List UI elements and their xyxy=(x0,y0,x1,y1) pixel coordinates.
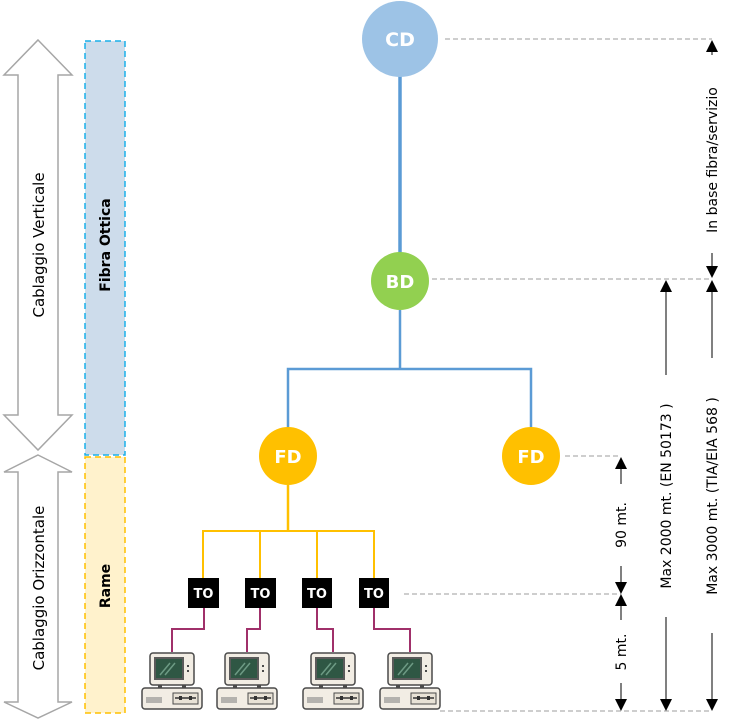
tia568-dimension-label: Max 3000 mt. (TIA/EIA 568 ) xyxy=(705,397,721,595)
horizontal-dimension: 90 mt. xyxy=(614,457,630,594)
horizontal-dimension-label: 90 mt. xyxy=(614,502,630,548)
patch-cord xyxy=(246,608,261,652)
cd-node: CD xyxy=(362,1,438,77)
fiber-band xyxy=(84,40,126,456)
campus-dimension-label: In base fibra/servizio xyxy=(705,87,721,233)
patch-cord xyxy=(171,608,205,652)
outlet-label: TO xyxy=(251,587,271,602)
tia568-dimension: Max 3000 mt. (TIA/EIA 568 ) xyxy=(705,280,721,711)
bd-node-label: BD xyxy=(386,272,415,293)
computer-icon xyxy=(379,652,441,710)
patch-cord xyxy=(373,608,411,652)
horizontal-cabling-label: Cablaggio Orizzontale xyxy=(30,506,48,671)
fiber-band-label: Fibra Ottica xyxy=(98,198,114,291)
outlet: TO xyxy=(245,578,276,608)
fd-node-right-label: FD xyxy=(517,447,544,468)
copper-band-label: Rame xyxy=(98,564,114,608)
fd-node-left: FD xyxy=(259,427,317,485)
horizontal-cabling-arrow xyxy=(3,454,73,719)
en50173-dimension-label: Max 2000 mt. (EN 50173 ) xyxy=(659,403,675,588)
to-bus-line xyxy=(202,530,375,578)
vertical-cabling-arrow xyxy=(2,38,74,452)
fd-node-left-label: FD xyxy=(274,447,301,468)
outlet: TO xyxy=(302,578,332,608)
cd-node-label: CD xyxy=(385,29,415,51)
patch-dimension-label: 5 mt. xyxy=(614,634,630,671)
en50173-dimension: Max 2000 mt. (EN 50173 ) xyxy=(659,280,675,711)
outlet-label: TO xyxy=(194,587,214,602)
bd-fd-links xyxy=(286,367,533,428)
patch-cord xyxy=(316,608,334,652)
outlet-label: TO xyxy=(364,587,384,602)
computer-icon xyxy=(216,652,278,710)
outlet: TO xyxy=(188,578,219,608)
campus-dimension: In base fibra/servizio xyxy=(705,40,721,278)
copper-band xyxy=(84,456,126,714)
computer-icon xyxy=(141,652,203,710)
patch-dimension: 5 mt. xyxy=(614,594,630,711)
fd-node-right: FD xyxy=(502,427,560,485)
computer-icon xyxy=(302,652,364,710)
bd-node: BD xyxy=(371,252,429,310)
outlet: TO xyxy=(359,578,389,608)
vertical-cabling-label: Cablaggio Verticale xyxy=(30,172,48,317)
outlet-label: TO xyxy=(307,587,327,602)
